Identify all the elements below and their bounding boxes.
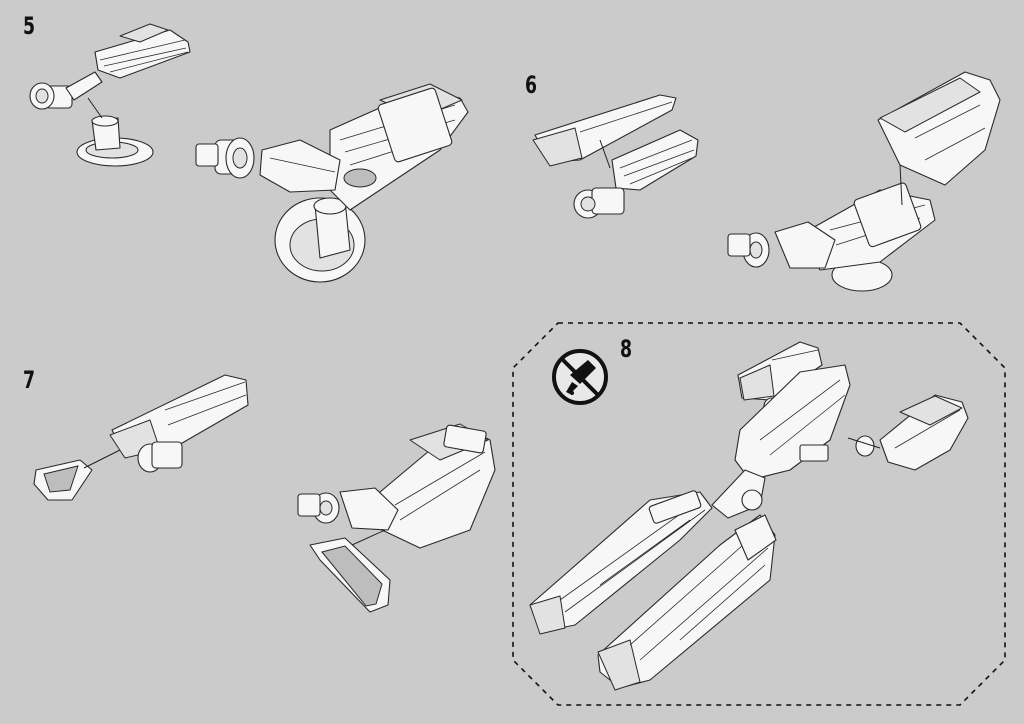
step6-exploded-parts [532, 94, 699, 219]
step-number-6: 6 [525, 71, 538, 99]
step6-assembled-unit [727, 71, 1001, 292]
step5-exploded-parts [29, 23, 191, 167]
step8-final-assembly [529, 341, 969, 691]
step-number-7: 7 [23, 366, 36, 394]
step8-dashed-frame [512, 322, 1006, 706]
step7-assembled-unit [297, 423, 496, 613]
no-glue-icon [552, 349, 608, 405]
step-number-8: 8 [620, 335, 633, 363]
step7-exploded-parts [33, 374, 249, 501]
step5-assembled-unit [195, 83, 469, 283]
step-number-5: 5 [23, 12, 36, 40]
